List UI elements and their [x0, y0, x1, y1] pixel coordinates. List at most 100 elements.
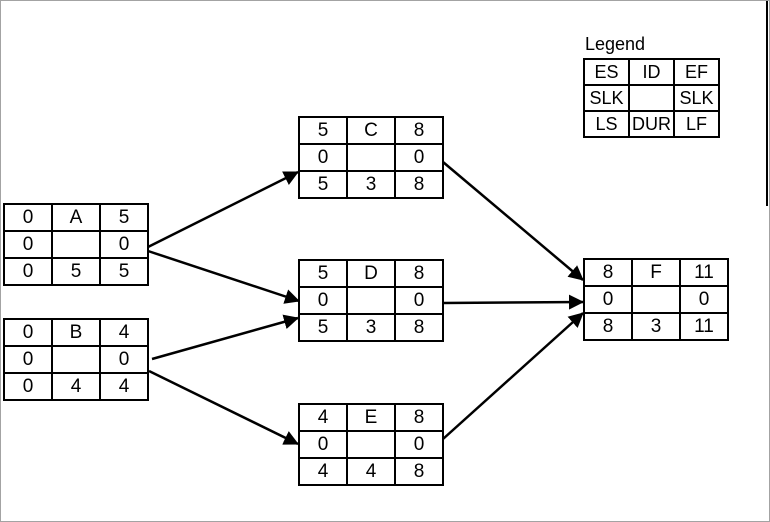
node-A: 0 A 5 0 0 0 5 5 [3, 203, 149, 286]
node-row: 4 4 8 [298, 457, 444, 486]
cell-ls: 0 [3, 257, 53, 286]
cell-slk-right: 0 [99, 230, 149, 259]
cell-ls: 4 [298, 457, 348, 486]
cell-es: 4 [298, 403, 348, 432]
arrow-c-to-f [442, 161, 584, 281]
legend-slk-right-cell: SLK [673, 84, 720, 112]
node-C: 5 C 8 0 0 5 3 8 [298, 116, 444, 199]
node-row: 0 0 [3, 345, 149, 374]
node-F: 8 F 11 0 0 8 3 11 [583, 258, 729, 341]
cell-ef: 8 [394, 403, 444, 432]
cell-lf: 5 [99, 257, 149, 286]
legend-id-cell: ID [628, 58, 675, 86]
arrow-d-to-f [442, 294, 584, 310]
cell-center [631, 285, 681, 314]
legend-ef-cell: EF [673, 58, 720, 86]
arrow-e-to-f [442, 312, 584, 440]
cell-slk-right: 0 [394, 286, 444, 315]
cell-slk-left: 0 [3, 230, 53, 259]
cell-dur: 3 [631, 312, 681, 341]
cell-id: B [51, 318, 101, 347]
cell-slk-right: 0 [679, 285, 729, 314]
legend-center-cell [628, 84, 675, 112]
cell-ls: 8 [583, 312, 633, 341]
legend-ls-cell: LS [583, 110, 630, 138]
arrow-a-to-d [147, 249, 300, 304]
cell-center [51, 345, 101, 374]
cell-ef: 5 [99, 203, 149, 232]
cell-es: 5 [298, 116, 348, 145]
arrow-b-to-d [151, 314, 299, 361]
legend-title: Legend [585, 34, 646, 54]
node-row: 8 3 11 [583, 312, 729, 341]
cell-id: A [51, 203, 101, 232]
node-row: 5 D 8 [298, 259, 444, 288]
legend-es-cell: ES [583, 58, 630, 86]
cell-slk-right: 0 [99, 345, 149, 374]
node-row: 0 B 4 [3, 318, 149, 347]
legend-row: LS DUR LF [583, 110, 720, 138]
cell-ef: 8 [394, 116, 444, 145]
legend-row: SLK SLK [583, 84, 720, 112]
cell-id: D [346, 259, 396, 288]
cell-dur: 3 [346, 170, 396, 199]
cell-slk-left: 0 [583, 285, 633, 314]
node-row: 8 F 11 [583, 258, 729, 287]
cell-slk-right: 0 [394, 430, 444, 459]
cell-slk-right: 0 [394, 143, 444, 172]
cell-slk-left: 0 [298, 143, 348, 172]
cell-dur: 4 [51, 372, 101, 401]
node-row: 5 C 8 [298, 116, 444, 145]
cell-lf: 8 [394, 313, 444, 342]
cell-slk-left: 0 [298, 286, 348, 315]
cell-dur: 3 [346, 313, 396, 342]
cell-ls: 5 [298, 170, 348, 199]
node-row: 0 0 [298, 286, 444, 315]
cell-ls: 5 [298, 313, 348, 342]
cell-id: E [346, 403, 396, 432]
node-E: 4 E 8 0 0 4 4 8 [298, 403, 444, 486]
node-row: 5 3 8 [298, 170, 444, 199]
cell-es: 8 [583, 258, 633, 287]
cell-lf: 11 [679, 312, 729, 341]
legend-slk-left-cell: SLK [583, 84, 630, 112]
cell-center [51, 230, 101, 259]
node-row: 0 0 [3, 230, 149, 259]
cell-lf: 8 [394, 457, 444, 486]
cell-slk-left: 0 [3, 345, 53, 374]
cell-center [346, 286, 396, 315]
cell-id: C [346, 116, 396, 145]
cell-es: 0 [3, 318, 53, 347]
node-row: 0 A 5 [3, 203, 149, 232]
cell-lf: 8 [394, 170, 444, 199]
node-row: 4 E 8 [298, 403, 444, 432]
cell-slk-left: 0 [298, 430, 348, 459]
cell-id: F [631, 258, 681, 287]
node-row: 0 4 4 [3, 372, 149, 401]
cell-dur: 4 [346, 457, 396, 486]
cell-ef: 8 [394, 259, 444, 288]
node-row: 0 0 [298, 143, 444, 172]
legend-lf-cell: LF [673, 110, 720, 138]
cell-ef: 4 [99, 318, 149, 347]
node-B: 0 B 4 0 0 0 4 4 [3, 318, 149, 401]
node-row: 0 0 [583, 285, 729, 314]
cell-es: 0 [3, 203, 53, 232]
legend-table: ES ID EF SLK SLK LS DUR LF [583, 58, 720, 138]
cell-ls: 0 [3, 372, 53, 401]
arrow-b-to-e [148, 369, 299, 446]
clipped-border-line [766, 1, 768, 206]
legend-dur-cell: DUR [628, 110, 675, 138]
cell-es: 5 [298, 259, 348, 288]
cell-ef: 11 [679, 258, 729, 287]
node-row: 0 0 [298, 430, 444, 459]
node-row: 0 5 5 [3, 257, 149, 286]
cell-center [346, 143, 396, 172]
cell-dur: 5 [51, 257, 101, 286]
node-D: 5 D 8 0 0 5 3 8 [298, 259, 444, 342]
arrow-a-to-c [147, 170, 299, 249]
node-row: 5 3 8 [298, 313, 444, 342]
cell-lf: 4 [99, 372, 149, 401]
cell-center [346, 430, 396, 459]
